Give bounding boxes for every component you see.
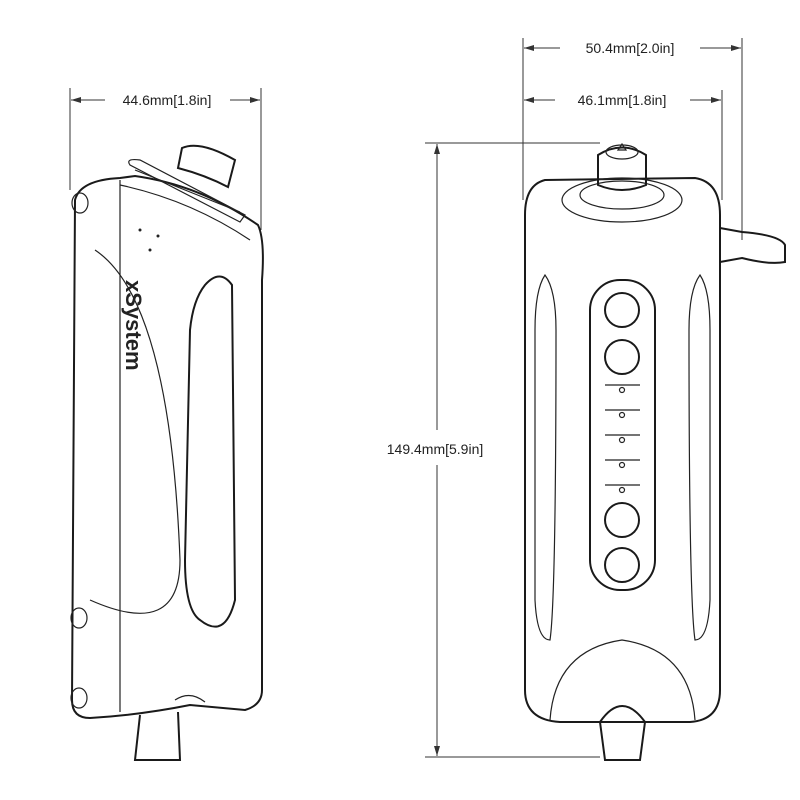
front-total-width-label: 50.4mm[2.0in] <box>586 40 675 56</box>
brand-logo: xSystem <box>121 280 146 371</box>
height-label: 149.4mm[5.9in] <box>387 441 484 457</box>
button-3 <box>604 502 640 538</box>
front-body-width-dimension: 46.1mm[1.8in] <box>524 90 723 200</box>
front-view-device <box>524 142 786 761</box>
button-1 <box>604 292 640 328</box>
front-body-width-label: 46.1mm[1.8in] <box>578 92 667 108</box>
button-4 <box>604 547 640 583</box>
height-dimension: 149.4mm[5.9in] <box>365 142 600 758</box>
front-total-width-dimension: 50.4mm[2.0in] <box>522 38 743 240</box>
button-2 <box>604 339 640 375</box>
side-width-label: 44.6mm[1.8in] <box>123 92 212 108</box>
side-view-device: xSystem <box>70 144 264 761</box>
side-width-dimension: 44.6mm[1.8in] <box>69 88 262 230</box>
led-indicator-strip <box>605 384 640 494</box>
